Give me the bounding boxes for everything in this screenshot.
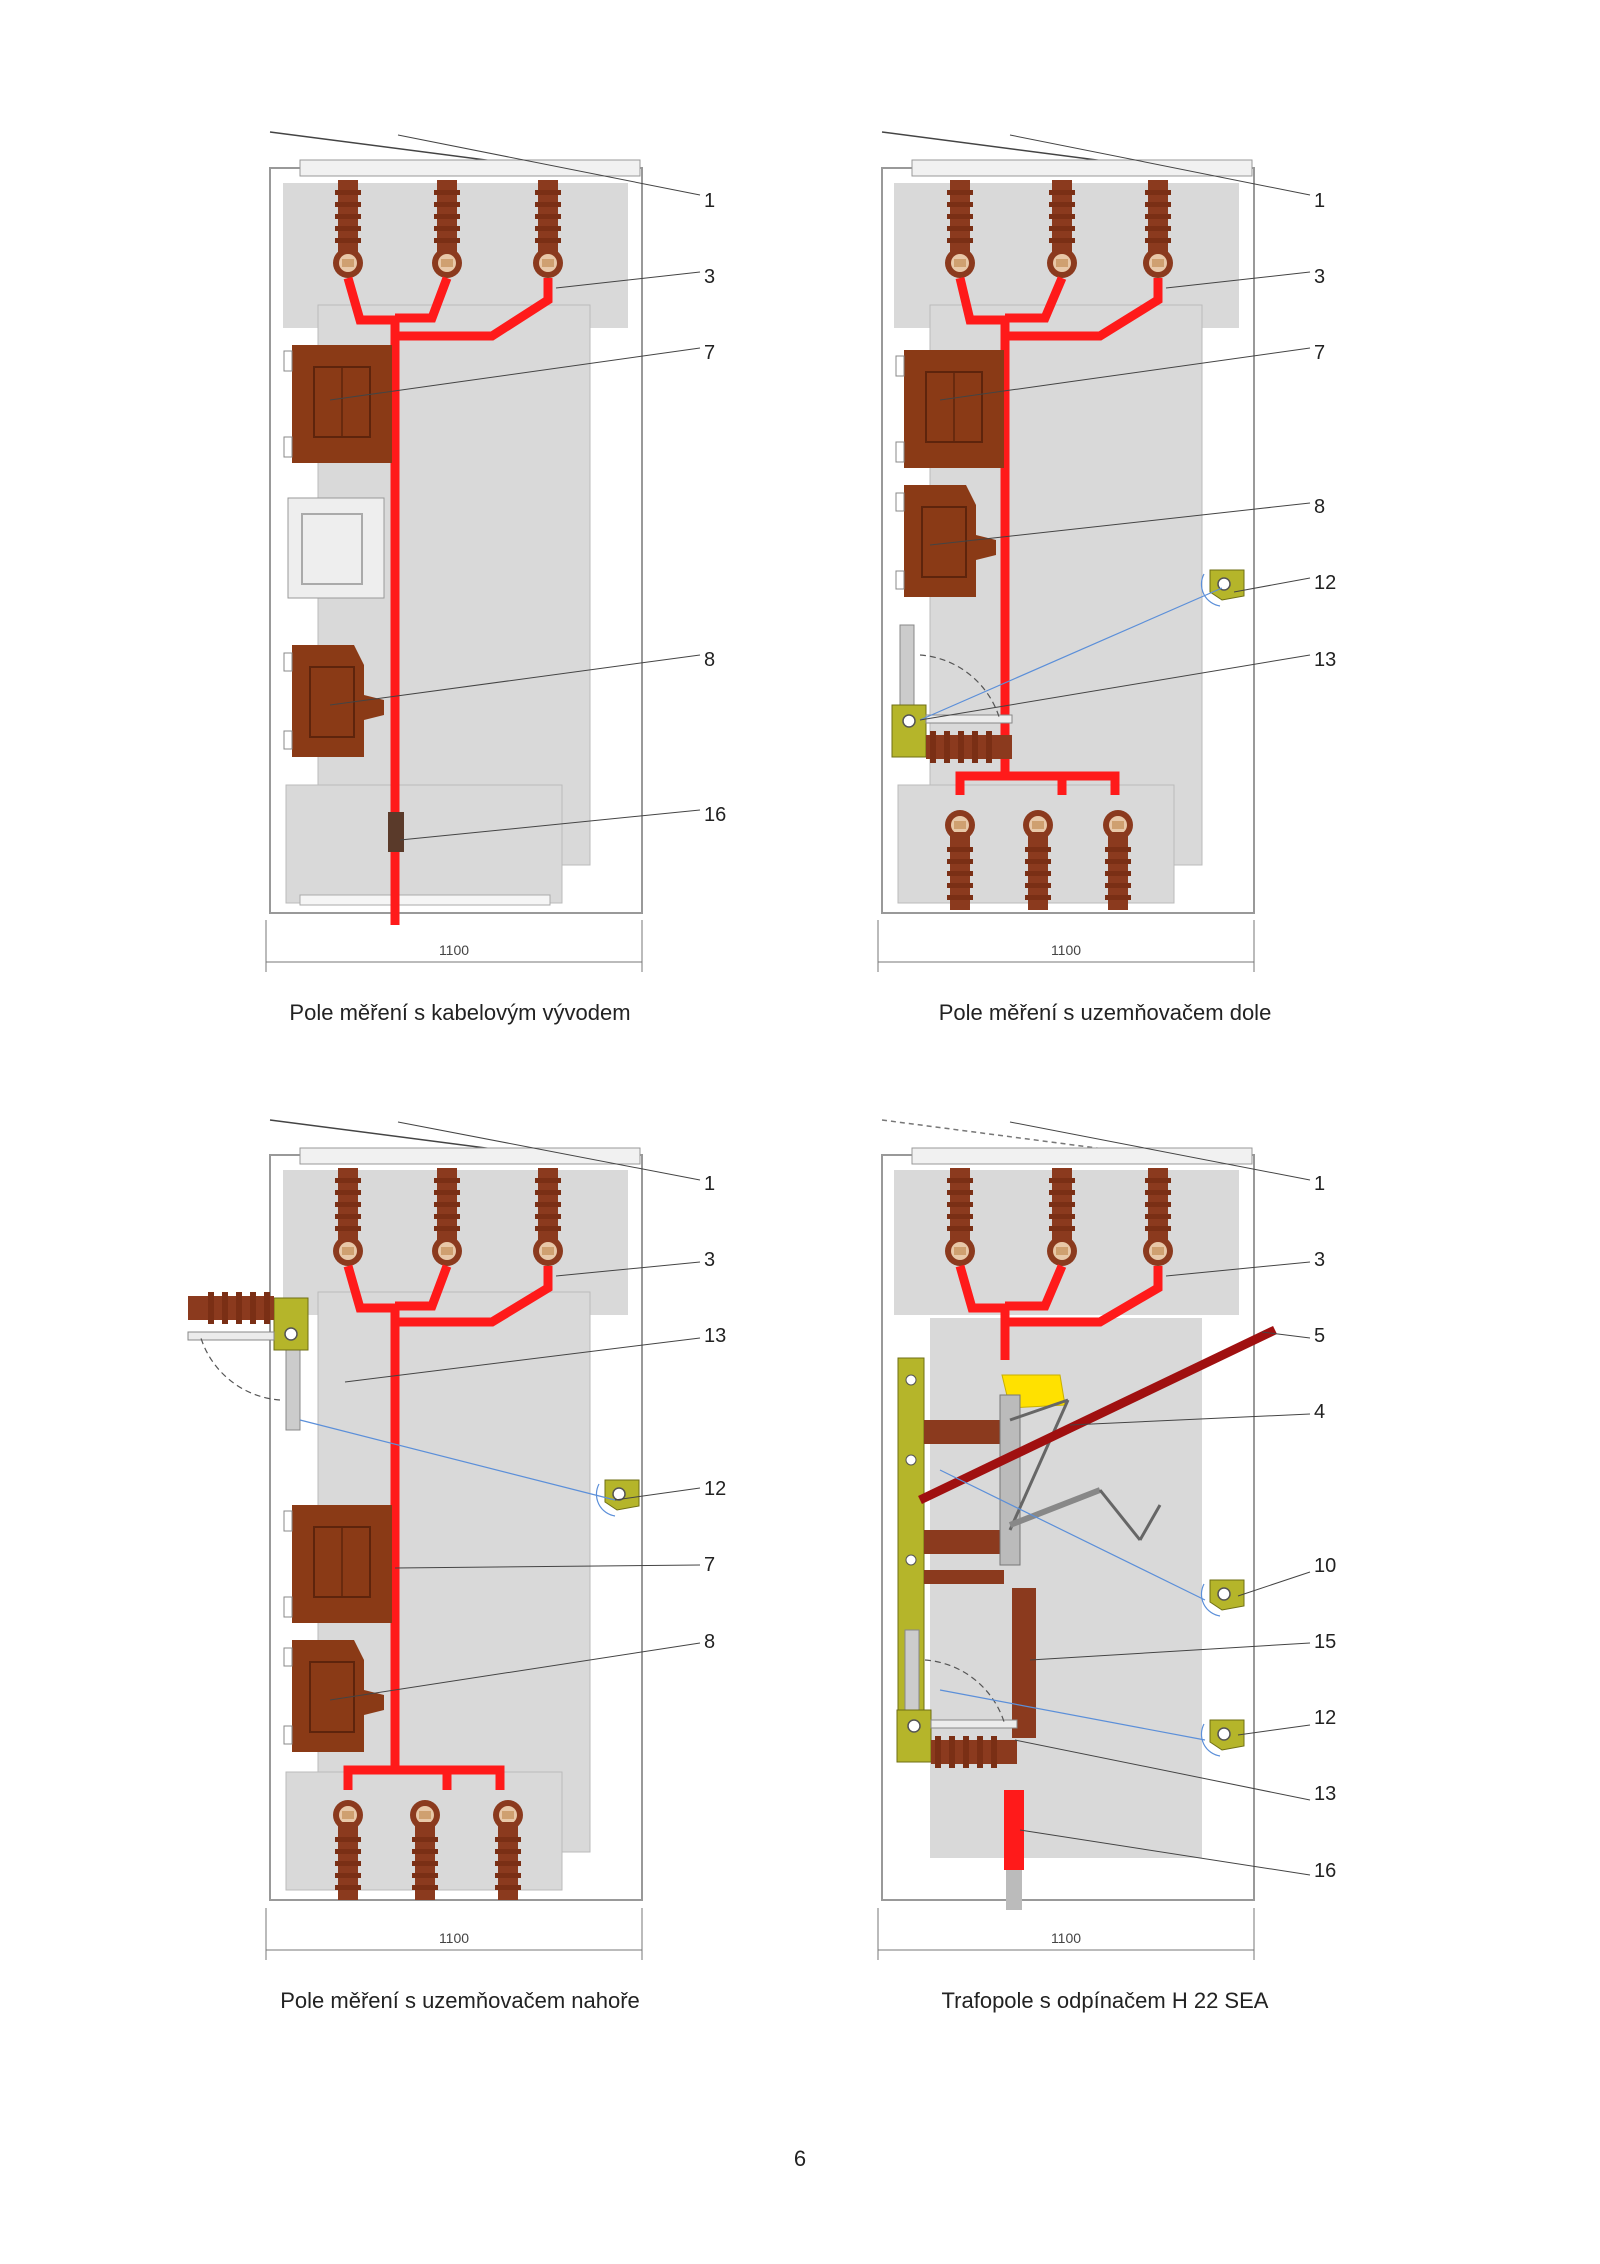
callout-label: 7	[704, 1554, 715, 1576]
panel-4-callouts: 1 3 5 4 10 15 12 13 16	[1314, 1173, 1336, 1882]
callout-label: 13	[1314, 1783, 1336, 1805]
panel-1-dimension: 1100	[439, 942, 469, 958]
callout-label: 12	[1314, 572, 1336, 594]
panel-3-callouts: 1 3 13 12 7 8	[704, 1173, 726, 1653]
callout-label: 5	[1314, 1325, 1325, 1347]
callout-label: 3	[704, 266, 715, 288]
callout-label: 1	[704, 190, 715, 212]
callout-label: 4	[1314, 1401, 1325, 1423]
callout-label: 7	[1314, 342, 1325, 364]
callout-label: 13	[1314, 649, 1336, 671]
panel-1-callouts: 1 3 7 8 16	[704, 190, 726, 826]
callout-label: 13	[704, 1325, 726, 1347]
callout-label: 7	[704, 342, 715, 364]
callout-label: 8	[704, 649, 715, 671]
panel-4-diagram	[877, 1119, 1311, 1960]
panel-2-dimension: 1100	[1051, 942, 1081, 958]
callout-label: 8	[704, 1631, 715, 1653]
callout-label: 1	[1314, 1173, 1325, 1195]
callout-label: 3	[704, 1249, 715, 1271]
callout-label: 3	[1314, 1249, 1325, 1271]
panel-3-diagram	[187, 1119, 701, 1960]
panel-1-diagram	[265, 131, 701, 972]
callout-label: 3	[1314, 266, 1325, 288]
callout-label: 15	[1314, 1631, 1336, 1653]
callout-label: 12	[1314, 1707, 1336, 1729]
callout-label: 1	[704, 1173, 715, 1195]
callout-label: 16	[704, 804, 726, 826]
callout-label: 8	[1314, 496, 1325, 518]
panel-2-callouts: 1 3 7 8 12 13	[1314, 190, 1336, 671]
panel-4-dimension: 1100	[1051, 1930, 1081, 1946]
panel-2-caption: Pole měření s uzemňovačem dole	[938, 1000, 1272, 1025]
panel-3-dimension: 1100	[439, 1930, 469, 1946]
panel-1-caption: Pole měření s kabelovým vývodem	[289, 1000, 631, 1025]
panel-3-caption: Pole měření s uzemňovačem nahoře	[280, 1988, 640, 2013]
panel-2-diagram	[877, 131, 1311, 972]
callout-label: 12	[704, 1478, 726, 1500]
page-number: 6	[793, 2146, 807, 2171]
callout-label: 1	[1314, 190, 1325, 212]
panel-4-caption: Trafopole s odpínačem H 22 SEA	[941, 1988, 1269, 2013]
callout-label: 10	[1314, 1555, 1336, 1577]
callout-label: 16	[1314, 1860, 1336, 1882]
